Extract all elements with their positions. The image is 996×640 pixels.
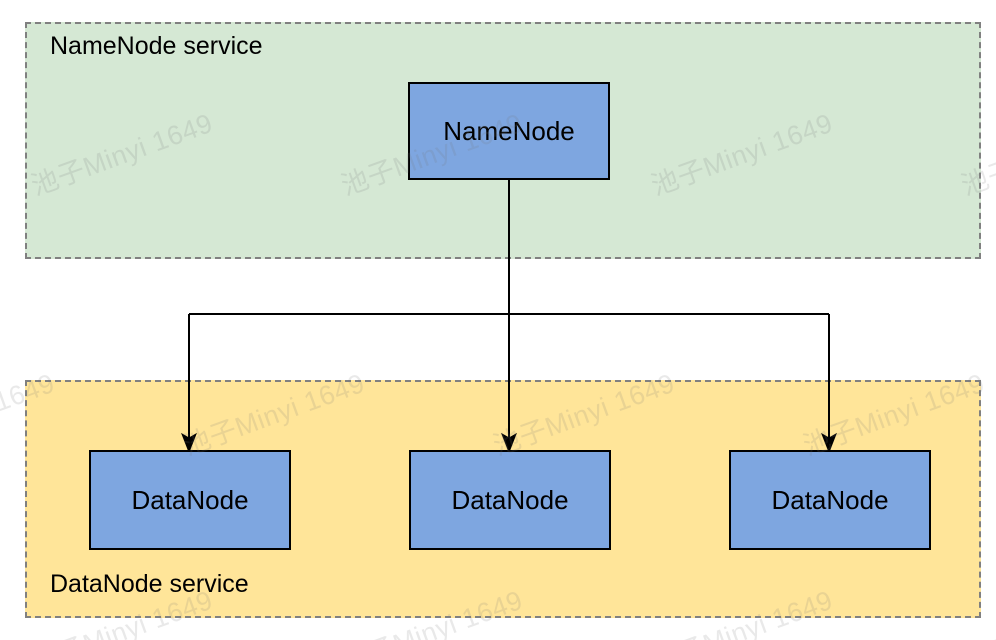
group-label-namenode-service: NameNode service (50, 32, 263, 60)
node-namenode[interactable]: NameNode (408, 82, 610, 180)
node-datanode-3[interactable]: DataNode (729, 450, 931, 550)
node-datanode-2[interactable]: DataNode (409, 450, 611, 550)
group-label-datanode-service: DataNode service (50, 570, 249, 598)
node-datanode-1[interactable]: DataNode (89, 450, 291, 550)
